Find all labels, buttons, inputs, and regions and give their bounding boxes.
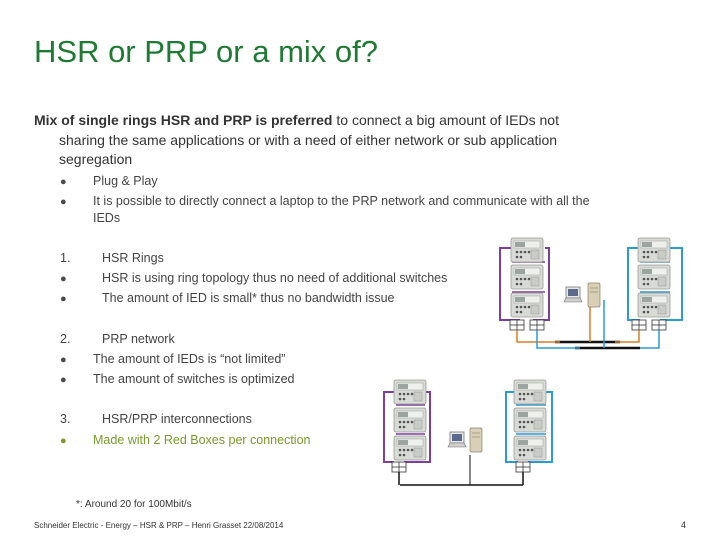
ied-icon [513,435,547,461]
ied-icon [393,407,427,433]
redbox-icon [509,319,525,331]
hsr-ring-lower-right [505,379,553,473]
section1-heading: 1. HSR Rings [60,251,164,265]
bullet-marker: ● [60,374,67,386]
section-number: 1. [60,251,71,265]
redbox-icon [515,461,531,473]
server-icon [587,282,601,308]
redbox-icon [631,319,647,331]
prp-network-lower [398,427,524,486]
hsr-ring-right [627,237,683,331]
bullet-marker: ● [60,293,67,305]
page-number: 4 [680,520,686,530]
laptop-icon [447,431,467,448]
ied-icon [393,379,427,405]
bullet-text: IEDs [93,211,121,225]
section1-item-2: ● The amount of IED is small* thus no ba… [60,291,395,305]
ied-icon [510,264,544,290]
section3-heading: 3. HSR/PRP interconnections [60,412,252,426]
section-title: PRP network [102,332,175,346]
bullet-laptop: ● It is possible to directly connect a l… [60,194,590,208]
bullet-text: The amount of IEDs is “not limited” [93,352,286,366]
slide-title: HSR or PRP or a mix of? [34,34,378,69]
section-number: 2. [60,332,71,346]
intro-rest: to connect a big amount of IEDs not [332,112,559,128]
intro-paragraph: Mix of single rings HSR and PRP is prefe… [34,111,674,170]
redbox-icon [529,319,545,331]
bullet-text: It is possible to directly connect a lap… [93,194,590,208]
ied-icon [637,292,671,318]
intro-bold: Mix of single rings HSR and PRP is prefe… [34,112,333,128]
section2-heading: 2. PRP network [60,332,175,346]
section2-item-2: ● The amount of switches is optimized [60,372,294,386]
ied-icon [393,435,427,461]
ied-icon [513,379,547,405]
bullet-text: The amount of IED is small* thus no band… [102,291,395,305]
bullet-plug-play: ● Plug & Play [60,174,158,188]
ied-icon [513,407,547,433]
intro-cont-1: sharing the same applications or with a … [59,131,558,148]
section3-item-1: ● Made with 2 Red Boxes per connection [60,433,311,447]
laptop-icon [563,286,583,303]
section2-item-1: ● The amount of IEDs is “not limited” [60,352,285,366]
server-icon [469,427,483,453]
bullet-marker: ● [60,273,67,285]
bullet-text: Made with 2 Red Boxes per connection [93,433,311,447]
ied-icon [637,237,671,263]
bullet-marker: ● [60,435,67,447]
prp-network-upper [516,282,660,350]
bullet-marker: ● [60,196,67,208]
bullet-text: The amount of switches is optimized [93,372,295,386]
ied-icon [637,264,671,290]
ied-icon [510,292,544,318]
redbox-icon [651,319,667,331]
bullet-marker: ● [60,354,67,366]
bullet-text: HSR is using ring topology thus no need … [102,271,448,285]
hsr-ring-lower-left [383,379,431,473]
bullet-marker: ● [60,176,67,188]
redbox-icon [391,461,407,473]
bullet-text: Plug & Play [93,174,158,188]
intro-cont-2: segregation [59,151,133,167]
section-title: HSR Rings [102,251,164,265]
section-number: 3. [60,412,71,426]
footer-text: Schneider Electric - Energy – HSR & PRP … [34,521,284,530]
footnote: *: Around 20 for 100Mbit/s [76,499,192,510]
ied-icon [510,237,544,263]
section1-item-1: ● HSR is using ring topology thus no nee… [60,271,447,285]
hsr-ring-left [499,237,550,331]
section-title: HSR/PRP interconnections [102,412,252,426]
